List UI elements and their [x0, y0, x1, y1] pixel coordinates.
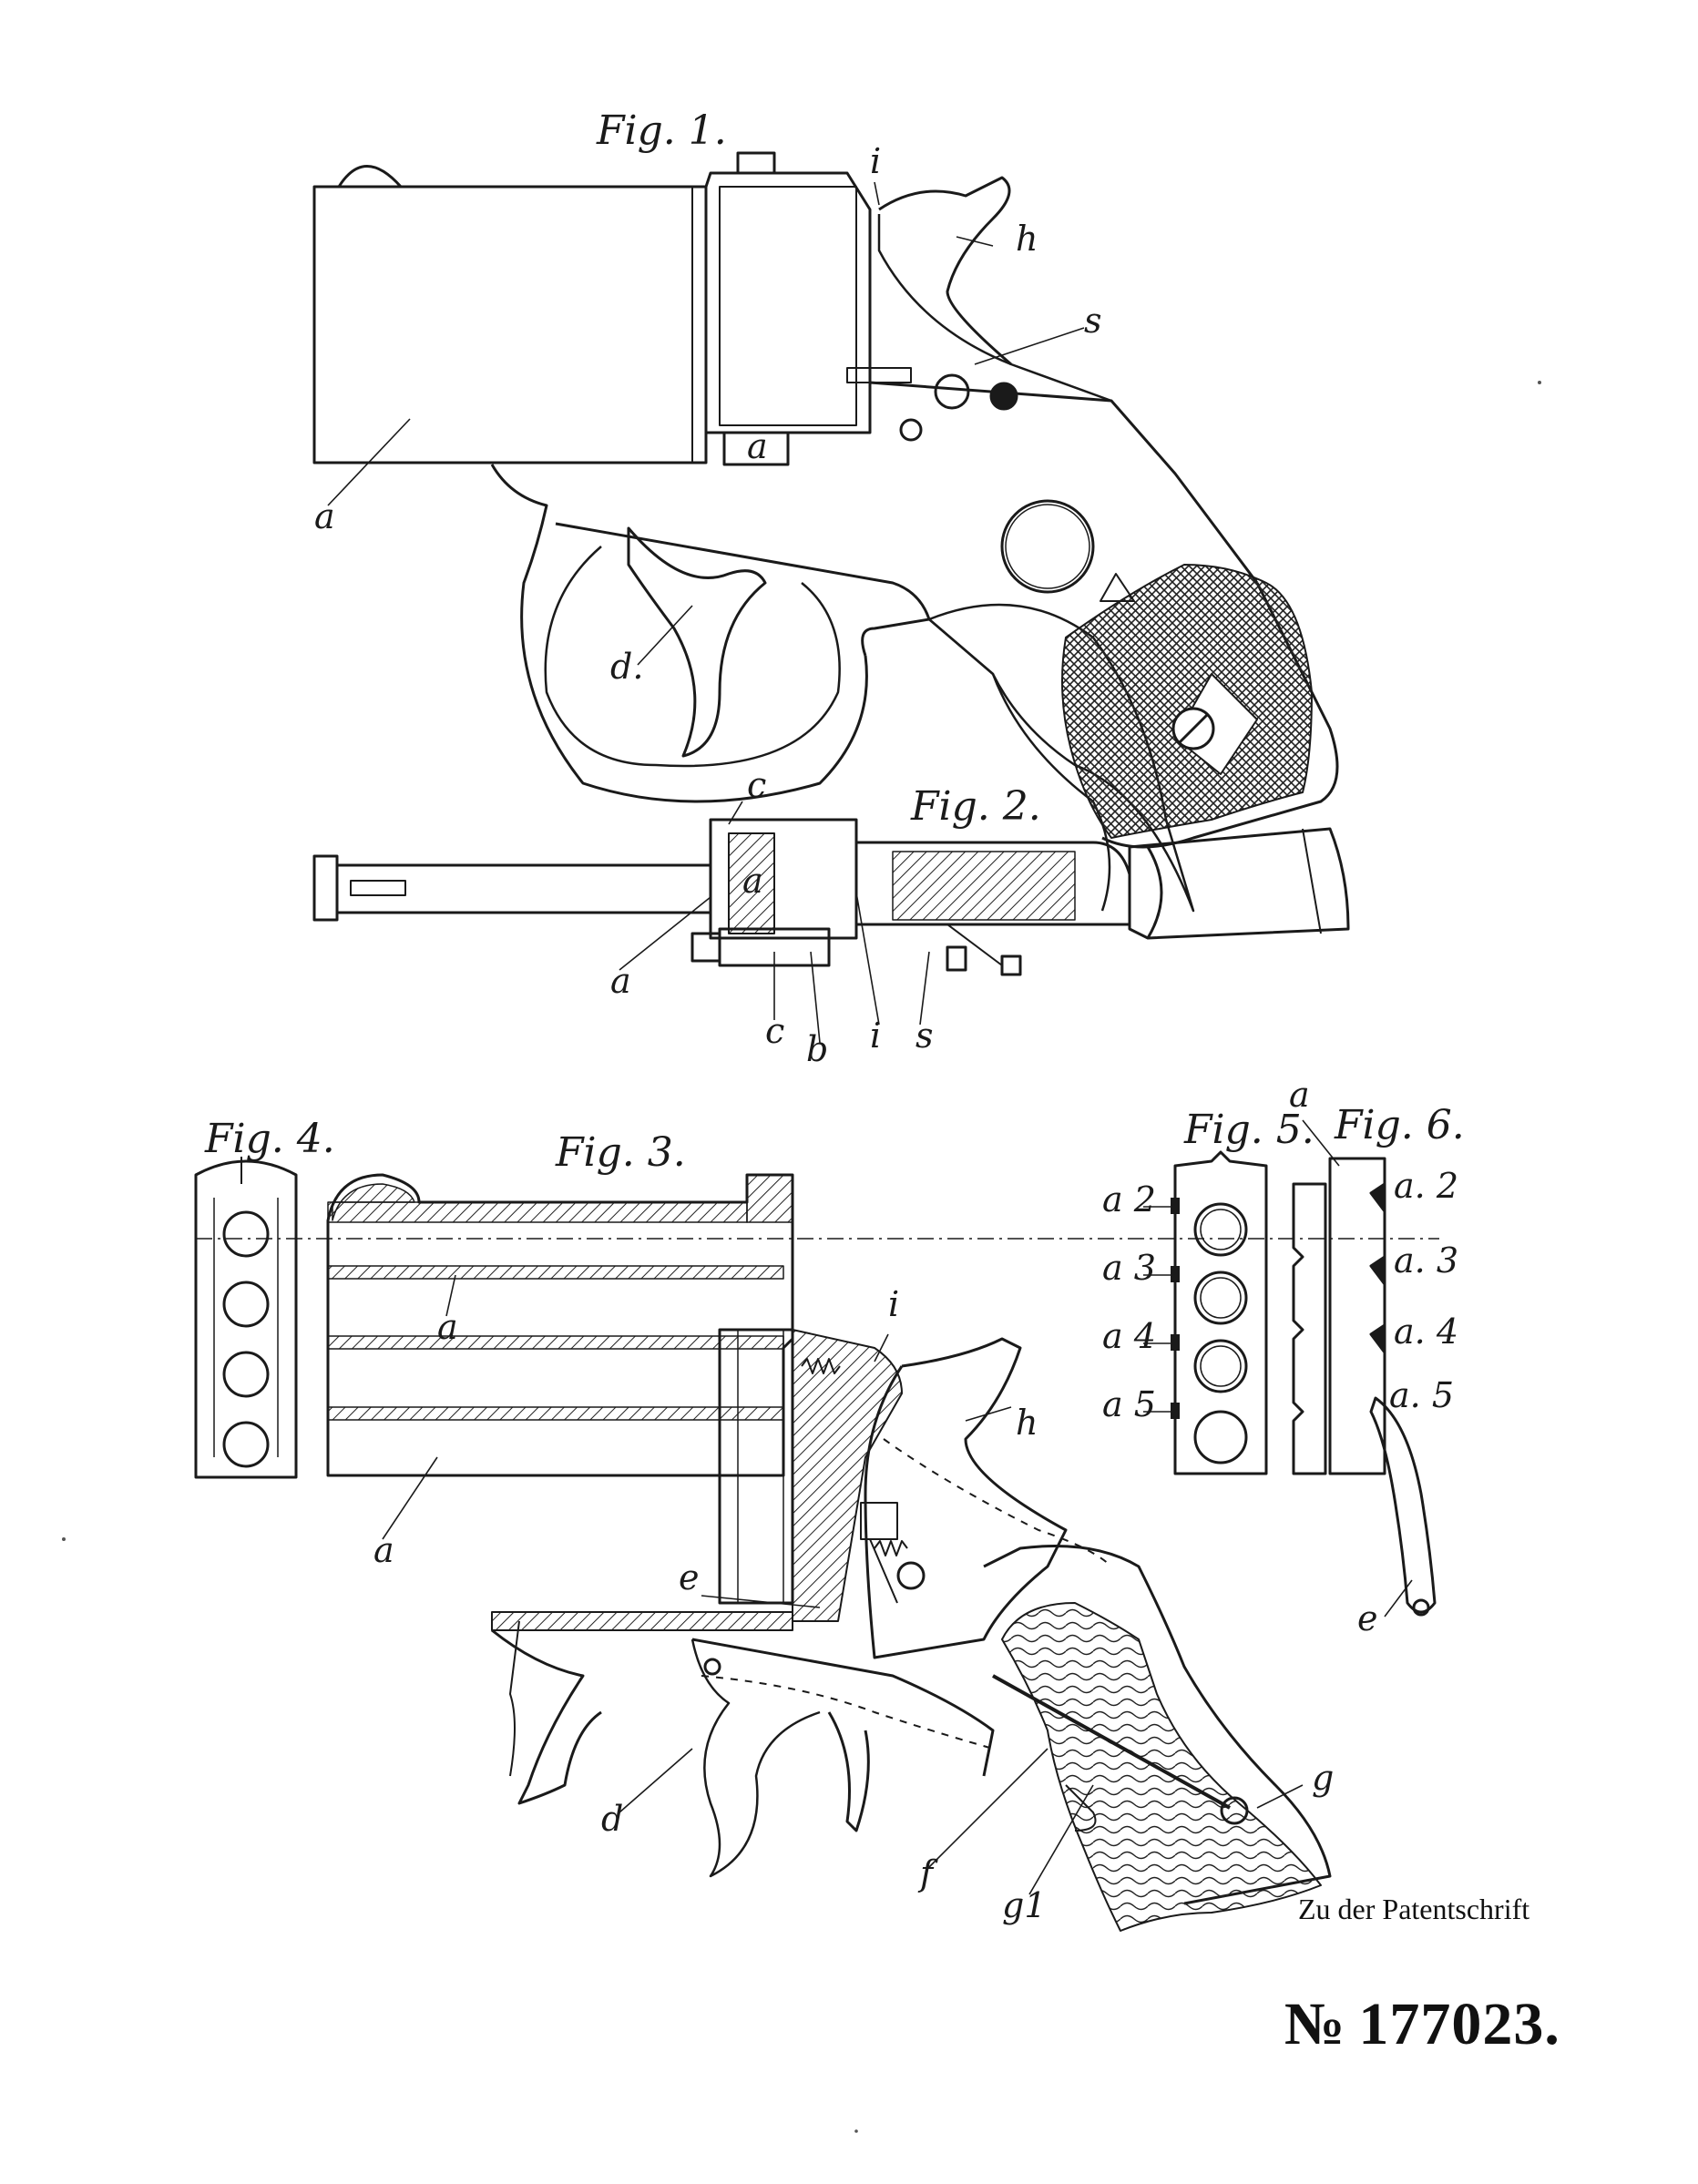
fig5-ref-a4: a 4 — [1102, 1316, 1156, 1356]
fig6-ref-e: e — [1357, 1598, 1378, 1638]
fig2-ref-a-block: a — [742, 861, 763, 901]
number-sign: № — [1284, 1991, 1346, 2057]
fig2-ref-a: a — [610, 961, 631, 1001]
fig3-ref-h: h — [1016, 1403, 1038, 1443]
fig6-drawing — [1292, 1119, 1437, 1618]
patent-caption: Zu der Patentschrift — [1298, 1893, 1530, 1925]
fig3-ref-d: d — [601, 1799, 624, 1839]
fig1-ref-h: h — [1016, 219, 1038, 259]
fig3-ref-i: i — [888, 1284, 900, 1324]
fig2-ref-c-top: c — [747, 765, 767, 805]
fig3-ref-a-lower: a — [373, 1530, 394, 1570]
fig2-ref-c-bottom: c — [765, 1011, 785, 1051]
fig3-ref-e: e — [679, 1557, 700, 1597]
fig3-drawing — [326, 1173, 1332, 1932]
fig1-ref-a-chamber: a — [747, 426, 768, 466]
fig4-label: Fig. 4. — [205, 1116, 335, 1162]
fig3-ref-a-upper: a — [437, 1307, 458, 1347]
fig6-ref-a2: a. 2 — [1394, 1166, 1458, 1206]
fig2-ref-b: b — [806, 1029, 829, 1069]
fig1-ref-d: d. — [610, 647, 644, 687]
fig2-ref-i: i — [870, 1015, 882, 1056]
fig1-drawing — [312, 151, 1339, 913]
fig5-drawing — [1143, 1150, 1268, 1475]
fig2-label: Fig. 2. — [911, 783, 1041, 830]
fig5-ref-a5: a 5 — [1102, 1384, 1156, 1424]
fig6-label: Fig. 6. — [1335, 1102, 1465, 1148]
fig5-label: Fig. 5. — [1184, 1107, 1314, 1153]
fig5-ref-a2: a 2 — [1102, 1179, 1156, 1220]
fig1-label: Fig. 1. — [597, 107, 727, 154]
fig3-label: Fig. 3. — [556, 1129, 686, 1176]
fig5-ref-a3: a 3 — [1102, 1248, 1156, 1288]
fig6-ref-a: a — [1289, 1075, 1310, 1115]
fig3-ref-g1: g1 — [1002, 1885, 1047, 1925]
fig4-drawing — [194, 1157, 298, 1479]
fig1-ref-i: i — [870, 141, 882, 181]
fig6-ref-a5: a. 5 — [1389, 1375, 1454, 1415]
fig2-ref-s: s — [915, 1015, 934, 1056]
fig1-ref-s: s — [1084, 301, 1102, 341]
fig3-ref-g: g — [1312, 1758, 1335, 1798]
fig6-ref-a4: a. 4 — [1394, 1311, 1458, 1352]
fig6-ref-a3: a. 3 — [1394, 1240, 1458, 1281]
fig3-ref-f: f — [920, 1853, 934, 1893]
fig1-ref-a: a — [314, 496, 335, 536]
patent-number-value: 177023. — [1358, 1991, 1560, 2057]
fig2-drawing — [312, 801, 1350, 1044]
